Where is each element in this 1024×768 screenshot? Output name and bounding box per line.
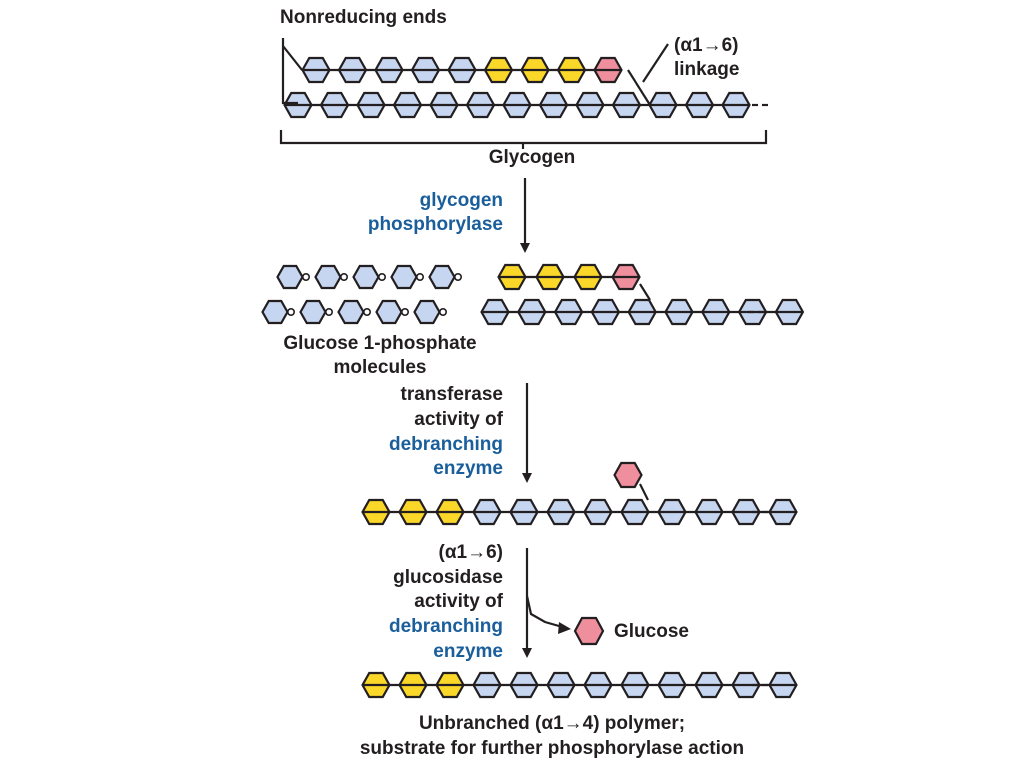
phosphorylase-arrow-head bbox=[520, 243, 530, 253]
glucose-residue-layer bbox=[261, 56, 805, 699]
glucose-residue-hex bbox=[428, 264, 456, 290]
phosphorylase-label-line1: glycogen bbox=[419, 190, 503, 211]
transferase-label-line2: activity of bbox=[414, 409, 503, 430]
phosphate-group-icon bbox=[377, 272, 386, 281]
phosphate-group-icon bbox=[362, 307, 371, 316]
linkage-label-line1: (α1→6) bbox=[674, 35, 739, 56]
glucose-residue-hex bbox=[375, 299, 403, 325]
glucose-residue-hex bbox=[352, 264, 380, 290]
phosphate-group-icon bbox=[415, 272, 424, 281]
glucosidase-label-line2: glucosidase bbox=[393, 567, 503, 588]
glucose-residue-hex bbox=[261, 299, 289, 325]
glucose-1-phosphate-label-line2: molecules bbox=[333, 357, 427, 378]
glucosidase-label-line4: debranching bbox=[388, 616, 503, 637]
transferase-label-line1: transferase bbox=[400, 384, 503, 405]
phosphate-group-icon bbox=[453, 272, 462, 281]
transferase-label-line3: debranching bbox=[388, 434, 503, 455]
glucosidase-label-line1: (α1→6) bbox=[438, 542, 503, 563]
phosphorylase-label-line2: phosphorylase bbox=[367, 214, 503, 235]
glycogen-label: Glycogen bbox=[488, 147, 576, 168]
glucosidase-label-line3: activity of bbox=[414, 591, 503, 612]
phosphate-group-icon bbox=[438, 307, 447, 316]
nonreducing-end-pointer-line bbox=[282, 45, 303, 71]
final-polymer-label-line1: Unbranched (α1→4) polymer; bbox=[418, 713, 686, 734]
linkage-pointer-line bbox=[642, 43, 669, 83]
transferase-arrow-head bbox=[522, 473, 532, 483]
glucose-release-curve bbox=[525, 595, 567, 630]
glucosidase-label-line5: enzyme bbox=[433, 641, 503, 662]
phosphate-group-icon bbox=[324, 307, 333, 316]
nonreducing-ends-label: Nonreducing ends bbox=[280, 7, 447, 28]
glucosidase-arrow-head bbox=[522, 648, 532, 658]
phosphate-group-icon bbox=[400, 307, 409, 316]
phosphate-group-icon bbox=[286, 307, 295, 316]
glucose-residue-hex bbox=[314, 264, 342, 290]
free-glucose-label: Glucose bbox=[614, 621, 689, 642]
branch-glucose-hex bbox=[573, 616, 605, 646]
single-branch-bond bbox=[639, 483, 649, 501]
remaining-branch-bond bbox=[639, 283, 651, 301]
phosphate-group-icon bbox=[301, 272, 310, 281]
glycogen-brace-line bbox=[279, 130, 768, 145]
transferase-label-line4: enzyme bbox=[433, 458, 503, 479]
glucose-1-phosphate-label-line1: Glucose 1-phosphate bbox=[283, 333, 477, 354]
glucose-residue-hex bbox=[390, 264, 418, 290]
final-polymer-label-line2: substrate for further phosphorylase acti… bbox=[359, 738, 745, 759]
glucose-residue-hex bbox=[413, 299, 441, 325]
branch-glucose-hex bbox=[613, 461, 643, 489]
linkage-label-line2: linkage bbox=[674, 59, 740, 80]
phosphate-group-icon bbox=[339, 272, 348, 281]
nonreducing-end-bracket-line bbox=[281, 38, 298, 105]
alpha1-6-branch-bond bbox=[627, 69, 651, 106]
glucose-residue-hex bbox=[337, 299, 365, 325]
glucose-release-arrowhead bbox=[558, 622, 571, 634]
glucose-residue-hex bbox=[276, 264, 304, 290]
glucose-residue-hex bbox=[299, 299, 327, 325]
connector-layer bbox=[279, 38, 803, 687]
